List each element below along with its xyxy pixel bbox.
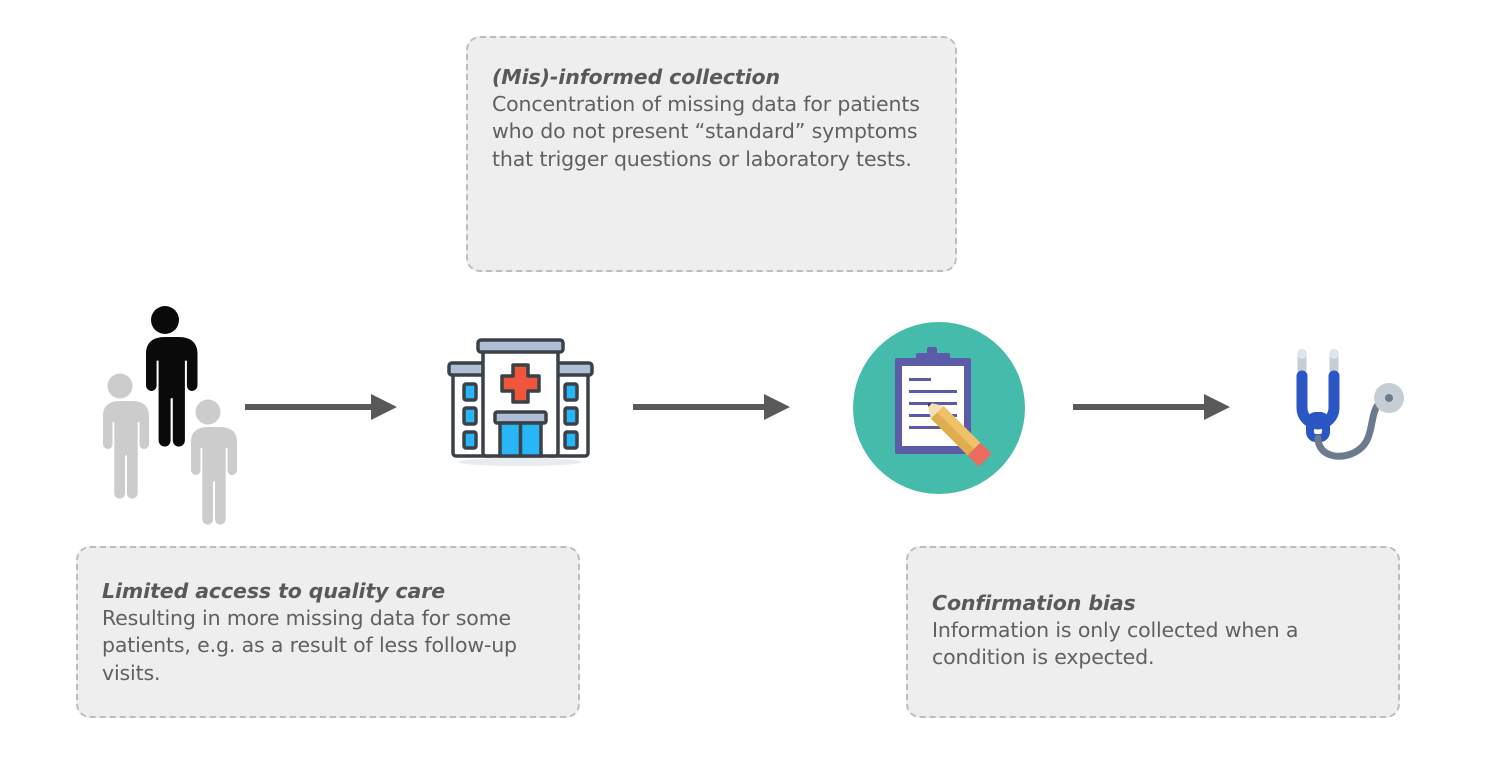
person-muted-right [191, 399, 237, 525]
arrow-right-icon [1073, 394, 1230, 420]
callout-body: Concentration of missing data for patien… [492, 92, 920, 171]
hospital-window [462, 430, 478, 450]
callout-body: Information is only collected when a con… [932, 618, 1299, 670]
hospital-window [462, 382, 478, 402]
stethoscope-tubing [1296, 370, 1340, 430]
arrow-head [1204, 394, 1230, 420]
stethoscope-eartip-right [1329, 349, 1339, 359]
paper-line [909, 402, 957, 405]
stethoscope-chestpiece-center [1385, 394, 1393, 402]
pencil-tip-lead [927, 402, 932, 407]
paper-line [909, 390, 957, 393]
callout-title: Limited access to quality care [102, 579, 446, 603]
hospital-center-roof [476, 338, 565, 354]
paper-line [909, 426, 943, 429]
clipboard-pencil-icon [853, 322, 1033, 494]
hospital-window [462, 406, 478, 426]
clipboard-clip-top [927, 347, 937, 357]
arrow-shaft [1073, 404, 1208, 410]
pencil-icon [927, 402, 992, 467]
callout-misinformed-collection: (Mis)-informed collection Concentration … [466, 36, 957, 272]
hospital-window [563, 406, 579, 426]
arrow-head [764, 394, 790, 420]
callout-title: (Mis)-informed collection [492, 65, 781, 89]
pencil-tip-wood [927, 402, 944, 419]
callout-body: Resulting in more missing data for some … [102, 606, 517, 685]
person-highlighted [146, 306, 198, 447]
hospital-icon [443, 336, 598, 471]
arrow-shaft [245, 404, 375, 410]
clipboard-clip [916, 353, 950, 364]
hospital-shadow [458, 458, 582, 466]
stethoscope-icon [1285, 340, 1415, 466]
hospital-cross-icon [500, 363, 541, 404]
stethoscope-tube [1314, 398, 1385, 460]
stethoscope-eartip-left [1297, 349, 1307, 359]
person-muted-left [103, 373, 149, 499]
hospital-window [563, 382, 579, 402]
callout-limited-access: Limited access to quality care Resulting… [76, 546, 580, 718]
callout-title: Confirmation bias [932, 591, 1136, 615]
arrow-head [371, 394, 397, 420]
hospital-window [563, 430, 579, 450]
callout-confirmation-bias: Confirmation bias Information is only co… [906, 546, 1400, 718]
arrow-right-icon [633, 394, 790, 420]
paper-line [909, 378, 931, 381]
arrow-shaft [633, 404, 768, 410]
arrow-right-icon [245, 394, 397, 420]
people-icon [95, 305, 250, 525]
pencil-eraser [967, 442, 992, 467]
pencil-body-shade [930, 412, 974, 456]
